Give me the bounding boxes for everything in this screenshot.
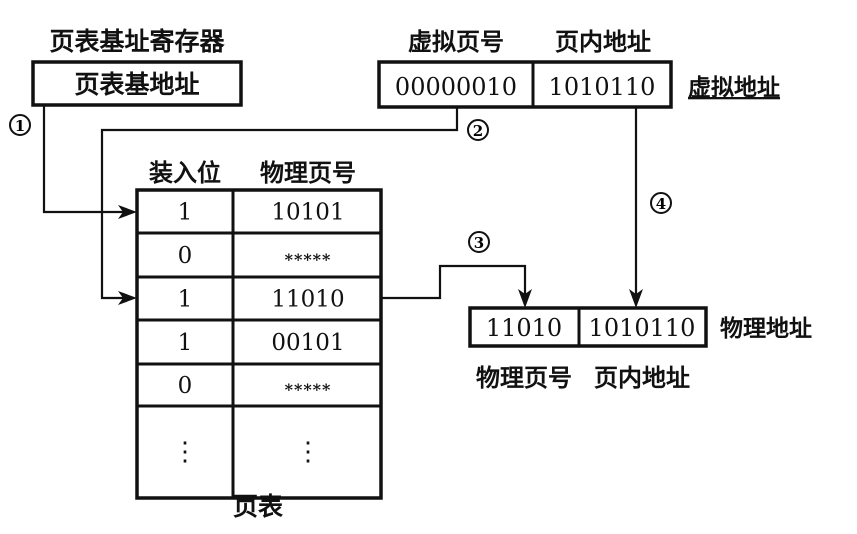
page-table-box (135, 188, 383, 500)
step-3-arrow: 3 (381, 231, 532, 308)
physical-address-label: 物理地址 (720, 315, 812, 342)
physical-frame-value: 11010 (486, 314, 562, 342)
page-table-caption: 页表 (233, 492, 284, 521)
virtual-page-number-value: 00000010 (395, 73, 517, 101)
step-1-arrow: 1 (9, 105, 137, 219)
page-table-row: 1 10101 (178, 200, 345, 226)
arrowhead-icon (118, 291, 137, 305)
step-1-label: 1 (15, 117, 25, 135)
physical-address-box (468, 306, 708, 348)
physical-offset-footer: 页内地址 (594, 364, 690, 392)
register-box (31, 60, 243, 107)
valid-bit-cell: ⋮ (172, 437, 198, 467)
virtual-address: 虚拟页号 页内地址 00000010 1010110 虚拟地址 (377, 28, 780, 109)
valid-bit-cell: 0 (178, 373, 193, 399)
step-2-arrow: 2 (100, 107, 489, 305)
valid-bit-cell: 1 (178, 287, 193, 313)
column-header-frame-number: 物理页号 (260, 159, 356, 187)
valid-bit-cell: 1 (178, 200, 193, 226)
step-1-marker (9, 114, 31, 136)
valid-bit-cell: 0 (178, 243, 193, 269)
virtual-address-box (377, 60, 673, 109)
frame-number-cell: 00101 (271, 330, 344, 356)
step-4-arrow: 4 (629, 107, 672, 308)
physical-offset-value: 1010110 (589, 314, 696, 342)
register-title: 页表基址寄存器 (49, 27, 225, 56)
virtual-offset-value: 1010110 (549, 73, 656, 101)
frame-number-cell: 11010 (271, 287, 344, 313)
frame-number-cell: ***** (285, 250, 332, 269)
virtual-address-label: 虚拟地址 (688, 75, 780, 101)
step-2-marker (467, 119, 489, 141)
frame-number-cell: ***** (285, 380, 332, 399)
frame-number-cell: 10101 (271, 200, 344, 226)
page-table-row: 0 ***** (137, 362, 381, 399)
page-table-row: 0 ***** (137, 231, 381, 269)
arrowhead-icon (518, 289, 532, 308)
physical-frame-footer: 物理页号 (476, 364, 572, 392)
step-4-marker (650, 192, 672, 214)
step-3-marker (468, 231, 490, 253)
page-table-base-register: 页表基址寄存器 页表基地址 (31, 27, 243, 107)
arrowhead-icon (629, 289, 643, 308)
step-4-label: 4 (656, 195, 666, 213)
page-table-row: 1 00101 (137, 318, 381, 356)
step-2-label: 2 (473, 122, 483, 140)
frame-number-cell: ⋮ (295, 437, 321, 467)
register-content: 页表基地址 (74, 70, 199, 99)
page-table-row: 1 11010 (137, 275, 381, 313)
physical-address: 11010 1010110 物理地址 物理页号 页内地址 (468, 306, 812, 392)
page-table-row: ⋮⋮ (137, 404, 381, 467)
arrowhead-icon (118, 205, 137, 219)
column-header-valid-bit: 装入位 (149, 159, 221, 187)
valid-bit-cell: 1 (178, 330, 193, 356)
virtual-page-number-header: 虚拟页号 (408, 28, 504, 56)
virtual-offset-header: 页内地址 (555, 28, 651, 56)
step-3-label: 3 (474, 234, 484, 252)
